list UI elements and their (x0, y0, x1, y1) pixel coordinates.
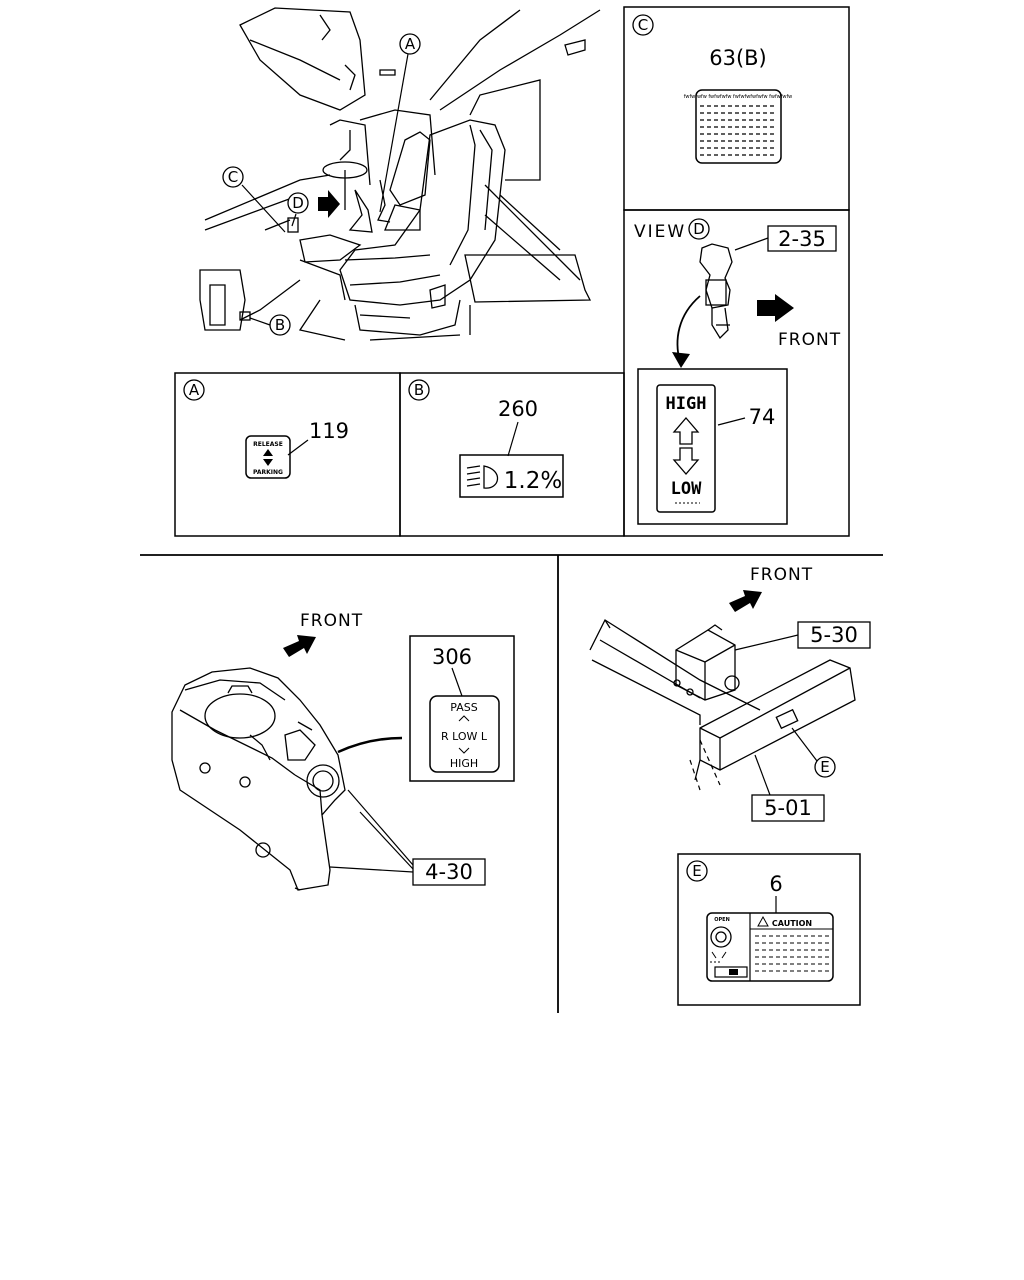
callout-a-overview: A (399, 33, 421, 55)
callout-c-overview: C (222, 166, 244, 188)
view-direction-arrow (318, 190, 340, 218)
frame-rail-illustration (589, 619, 856, 781)
svg-text:D: D (292, 194, 304, 212)
part-number-63b: 63(B) (709, 46, 767, 70)
panel-b: B 260 1.2% (399, 372, 625, 537)
panel-frame: FRONT 5-30 5-01 E (589, 565, 871, 822)
svg-text:E: E (692, 862, 701, 880)
label-63b (695, 89, 782, 164)
callout-d-overview: D (287, 192, 309, 214)
svg-text:FRONT: FRONT (778, 330, 841, 350)
warning-triangle-icon (757, 915, 769, 927)
svg-text:A: A (189, 381, 200, 399)
svg-text:CAUTION: CAUTION (772, 919, 812, 928)
svg-text:E: E (820, 758, 829, 776)
label-119 (245, 435, 291, 479)
svg-text:fwfwfwfw fwfwfwfw fwfwfwfwfwfw: fwfwfwfw fwfwfwfw fwfwfwfwfwfw fwfwfwfw (684, 94, 792, 100)
part-number-260: 260 (498, 397, 538, 421)
svg-text:FRONT: FRONT (300, 611, 363, 631)
panel-view-d: VIEW D 2-35 FRONT HIGH LOW 74 (623, 209, 850, 537)
svg-text:OPEN: OPEN (714, 917, 730, 923)
svg-text:C: C (228, 168, 238, 186)
label-74 (656, 384, 716, 513)
ref-5-30: 5-30 (810, 623, 858, 647)
overview-leaders (241, 53, 409, 326)
cab-interior-illustration (199, 7, 601, 341)
panel-a: A 119 RELEASE PARKING (174, 372, 401, 537)
combination-switch-illustration (171, 667, 346, 891)
svg-text:PARKING: PARKING (253, 469, 283, 476)
svg-text:D: D (693, 220, 705, 238)
arrow-down-icon (672, 447, 700, 475)
label-6 (706, 912, 834, 982)
svg-text:FRONT: FRONT (750, 565, 813, 585)
front-arrow-icon (283, 635, 316, 657)
svg-text:B: B (275, 316, 285, 334)
label-306 (429, 695, 500, 773)
svg-text:LOW: LOW (671, 479, 702, 499)
front-arrow-icon (729, 590, 762, 612)
svg-text:1.2%: 1.2% (504, 468, 562, 494)
ref-5-01: 5-01 (764, 796, 812, 820)
part-number-119: 119 (309, 419, 349, 443)
part-number-74: 74 (749, 405, 776, 429)
front-arrow-icon (757, 294, 794, 322)
headlamp-icon (466, 465, 499, 489)
part-number-6: 6 (769, 872, 782, 896)
panel-combination-switch: FRONT 306 PASS R LOW L HIGH 4-30 (171, 611, 515, 891)
knob-icon (710, 926, 732, 948)
arrow-up-icon (672, 417, 700, 445)
svg-text:B: B (414, 381, 424, 399)
svg-text:VIEW: VIEW (634, 222, 686, 242)
label-260 (459, 454, 564, 498)
callout-b-overview: B (269, 314, 291, 336)
panel-c: C 63(B) fwfwfwfw fwfwfwfw fwfwfwfwfwfw f… (623, 6, 850, 211)
svg-text:RELEASE: RELEASE (253, 441, 283, 448)
svg-text:R LOW L: R LOW L (441, 730, 488, 743)
ref-4-30: 4-30 (425, 860, 473, 884)
gear-knob-illustration (699, 243, 733, 340)
svg-text:HIGH: HIGH (666, 394, 707, 414)
svg-text:A: A (405, 35, 416, 53)
ref-2-35: 2-35 (778, 227, 826, 251)
svg-text:C: C (638, 16, 648, 34)
panel-e: E 6 OPEN CAUTION (677, 853, 861, 1006)
svg-text:HIGH: HIGH (450, 757, 478, 770)
svg-text:PASS: PASS (450, 701, 477, 714)
part-number-306: 306 (432, 645, 472, 669)
